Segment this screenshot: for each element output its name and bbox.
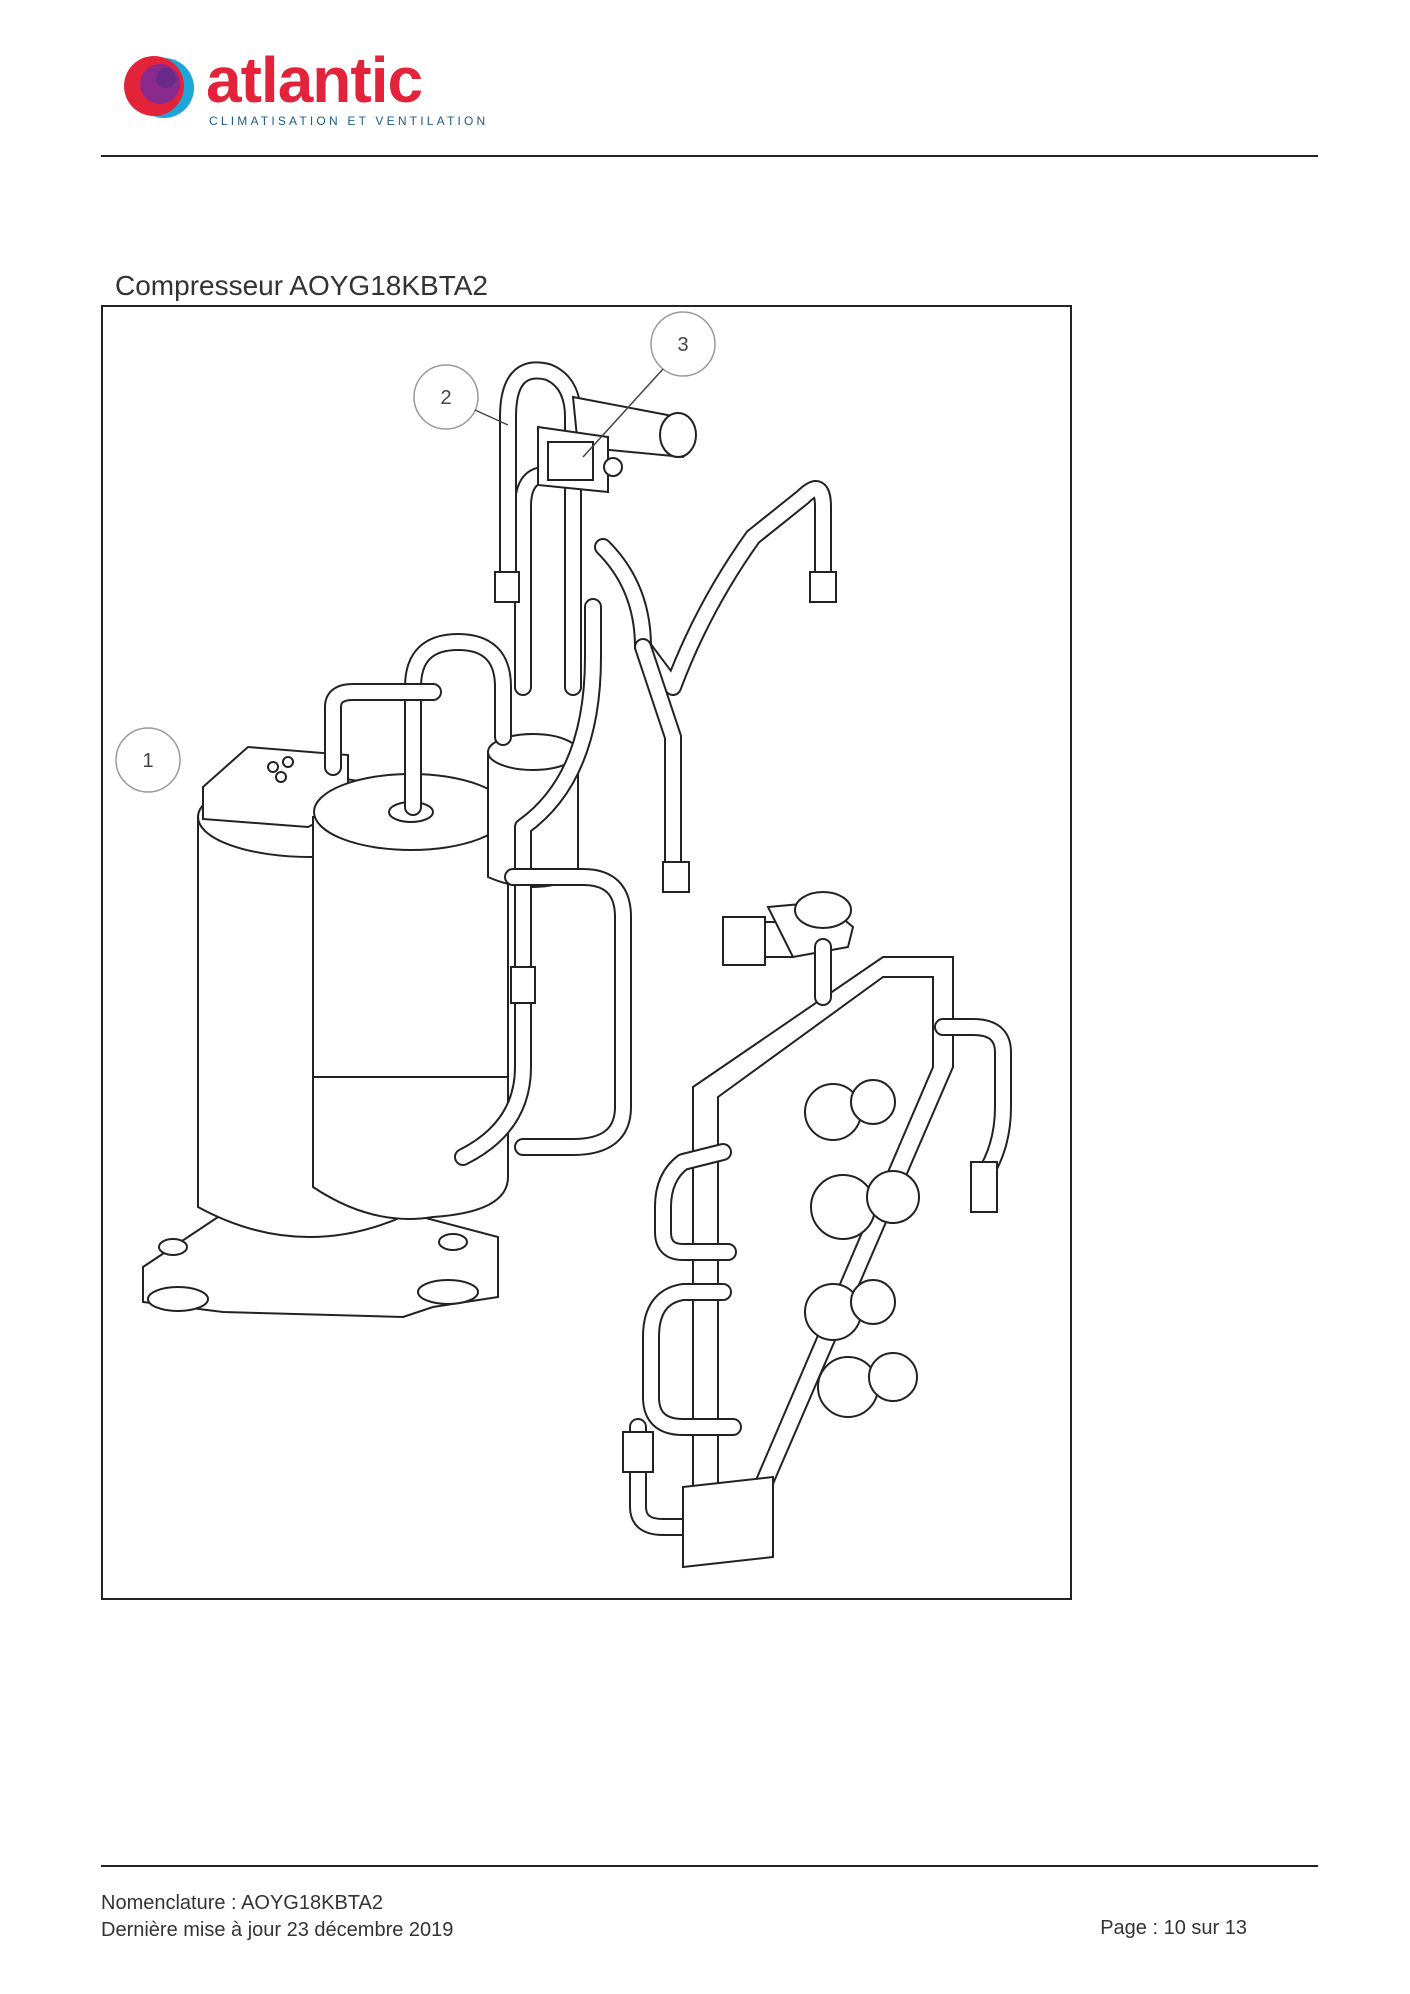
footer-divider	[101, 1865, 1318, 1867]
compressor-drawing: 1 2 3	[115, 311, 1012, 1569]
callout-3: 3	[582, 311, 716, 458]
callout-1: 1	[115, 727, 181, 793]
callout-2-label: 2	[440, 387, 451, 409]
footer-updated: Dernière mise à jour 23 décembre 2019	[101, 1919, 454, 1941]
brand-logo: atlantic CLIMATISATION ET VENTILATION	[120, 44, 500, 134]
callout-1-label: 1	[142, 750, 153, 772]
atlantic-logo-icon	[124, 56, 194, 118]
reversing-valve-assembly	[494, 361, 837, 893]
callout-2: 2	[413, 364, 509, 430]
brand-name: atlantic	[206, 44, 423, 116]
page-number: Page : 10 sur 13	[1100, 1917, 1247, 1939]
valve-manifold	[622, 891, 1012, 1569]
technical-drawing-frame: 1 2 3	[101, 305, 1072, 1600]
callout-3-label: 3	[677, 334, 688, 356]
brand-tagline: CLIMATISATION ET VENTILATION	[209, 114, 489, 128]
header-divider	[101, 155, 1318, 157]
footer-info: Nomenclature : AOYG18KBTA2 Dernière mise…	[101, 1890, 453, 1944]
footer-nomenclature: Nomenclature : AOYG18KBTA2	[101, 1892, 383, 1914]
section-title: Compresseur AOYG18KBTA2	[115, 270, 488, 301]
